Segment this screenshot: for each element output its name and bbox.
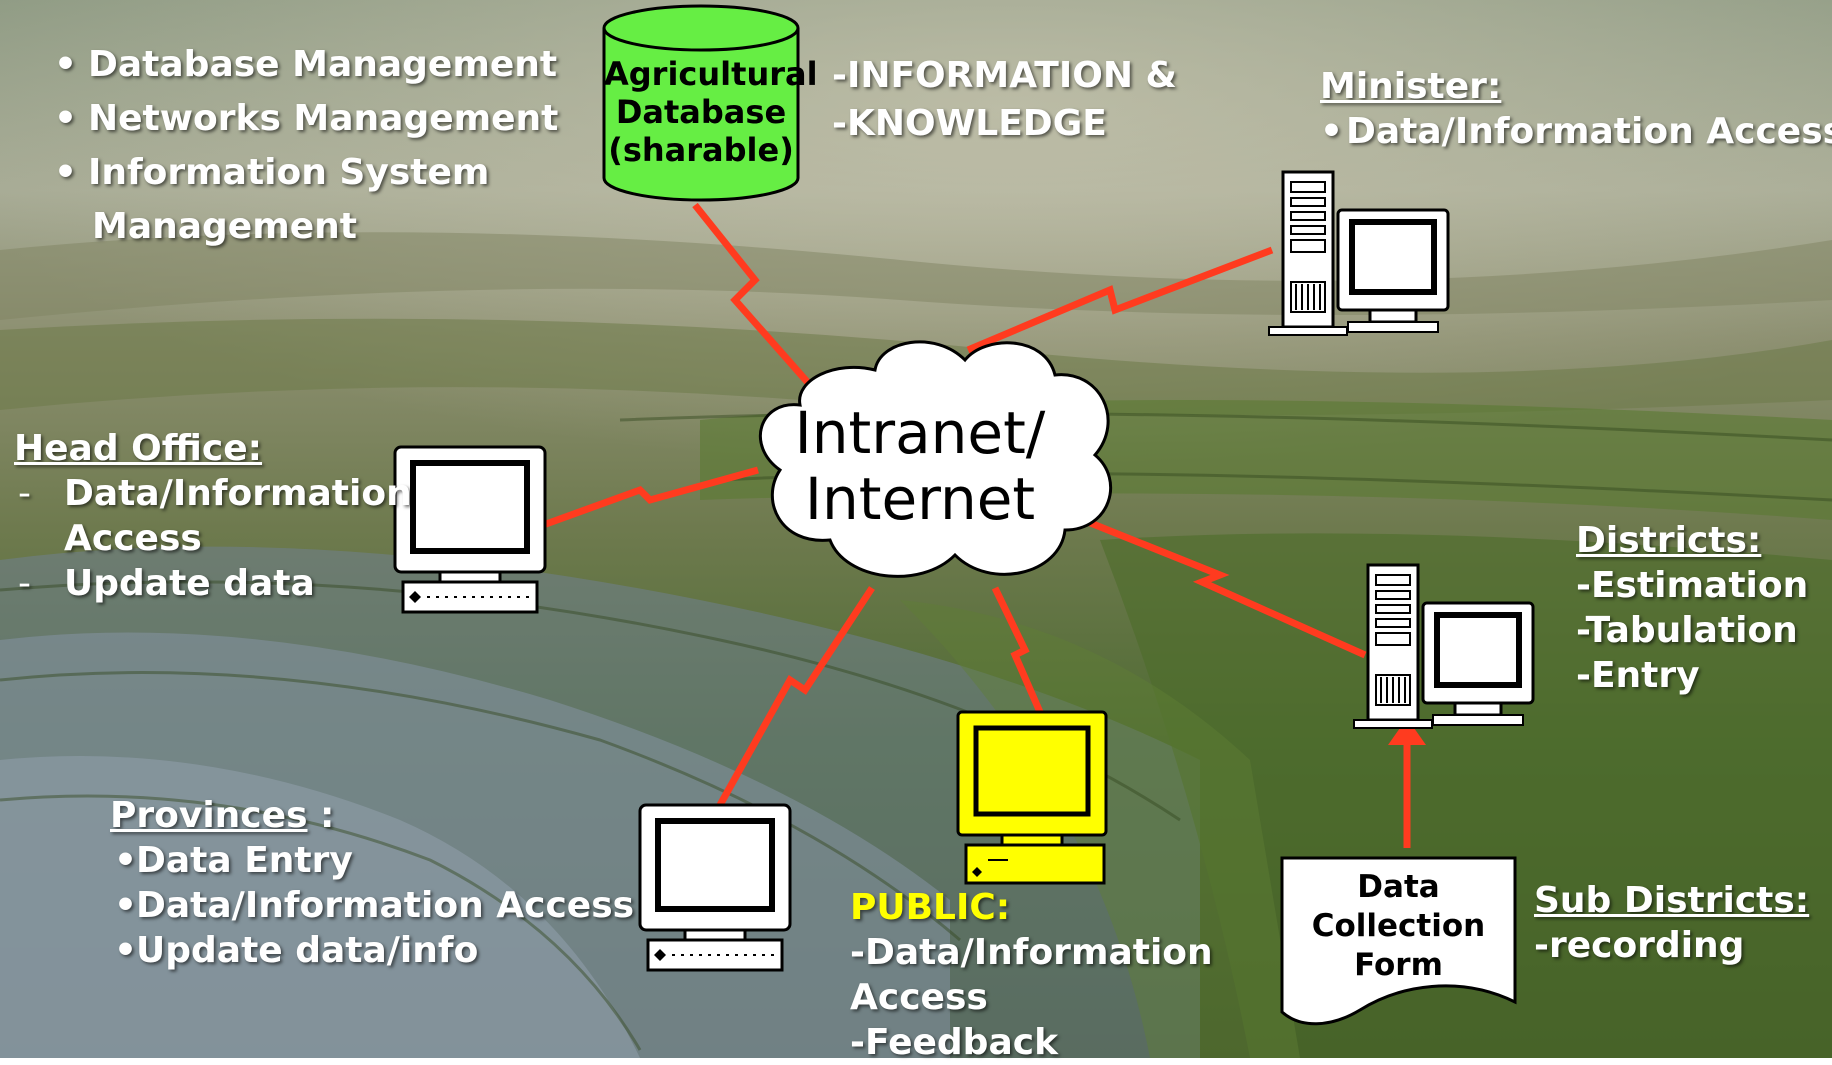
management-list: Database Management Networks Management … — [50, 38, 558, 254]
provinces-item: Update data/info — [110, 928, 634, 973]
data-collection-form-label: Data Collection Form — [1282, 868, 1515, 985]
head-office-computer — [395, 447, 545, 612]
form-line: Form — [1354, 947, 1443, 983]
minister-label: Minister: • Data/Information Access — [1320, 64, 1832, 154]
districts-title: Districts: — [1576, 520, 1762, 561]
sub-districts-item: -recording — [1534, 925, 1745, 966]
note-line: -INFORMATION & — [832, 55, 1177, 96]
cloud-line: Intranet/ — [794, 399, 1046, 467]
management-item-continuation: Management — [92, 206, 357, 247]
database-label: Agricultural Database (sharable) — [604, 55, 818, 169]
provinces-item: Data/Information Access — [110, 883, 634, 928]
districts-item: -Estimation — [1576, 565, 1809, 606]
link-head-office — [533, 466, 759, 532]
minister-computer — [1267, 170, 1448, 337]
link-public — [991, 586, 1044, 714]
provinces-label: Provinces : Data Entry Data/Information … — [110, 793, 634, 973]
database-line: (sharable) — [608, 131, 794, 169]
link-districts — [1086, 518, 1367, 659]
network-links — [533, 202, 1411, 848]
form-line: Data — [1357, 869, 1440, 905]
districts-label: Districts: -Estimation -Tabulation -Entr… — [1576, 518, 1808, 698]
form-arrow-head — [1388, 718, 1426, 745]
districts-computer — [1352, 563, 1533, 730]
provinces-computer — [640, 805, 790, 970]
sub-districts-title: Sub Districts: — [1534, 880, 1810, 921]
cloud-line: Internet — [804, 465, 1036, 533]
data-collection-form-shape — [1280, 856, 1517, 1026]
public-line: -Data/Information — [850, 932, 1213, 973]
provinces-item: Data Entry — [110, 838, 634, 883]
provinces-title: Provinces : — [110, 795, 335, 836]
link-database — [692, 202, 813, 388]
public-computer — [956, 710, 1108, 885]
database-cylinder — [602, 4, 800, 202]
head-office-title: Head Office: — [14, 428, 263, 469]
management-item: Information System — [50, 146, 558, 200]
head-office-item: Update data — [14, 561, 412, 606]
information-knowledge-note: -INFORMATION & -KNOWLEDGE — [832, 52, 1177, 148]
public-line: -Feedback — [850, 1022, 1059, 1063]
public-label: PUBLIC: -Data/Information Access -Feedba… — [850, 885, 1213, 1065]
form-line: Collection — [1311, 908, 1486, 944]
note-line: -KNOWLEDGE — [832, 103, 1107, 144]
public-title: PUBLIC: — [850, 887, 1011, 928]
link-minister — [966, 246, 1274, 354]
head-office-item: Data/Information Access — [14, 471, 412, 561]
cloud-shape — [758, 340, 1113, 578]
database-line: Agricultural — [604, 55, 818, 93]
minister-item: • Data/Information Access — [1320, 111, 1832, 152]
districts-item: -Entry — [1576, 655, 1700, 696]
sub-districts-label: Sub Districts: -recording — [1534, 878, 1809, 968]
database-line: Database — [615, 93, 787, 131]
link-provinces — [716, 586, 875, 807]
management-item: Networks Management — [50, 92, 558, 146]
head-office-label: Head Office: Data/Information Access Upd… — [14, 426, 412, 606]
districts-item: -Tabulation — [1576, 610, 1798, 651]
management-item: Database Management — [50, 38, 558, 92]
minister-title: Minister: — [1320, 66, 1502, 107]
public-line: Access — [850, 977, 988, 1018]
cloud-label: Intranet/ Internet — [770, 400, 1070, 532]
